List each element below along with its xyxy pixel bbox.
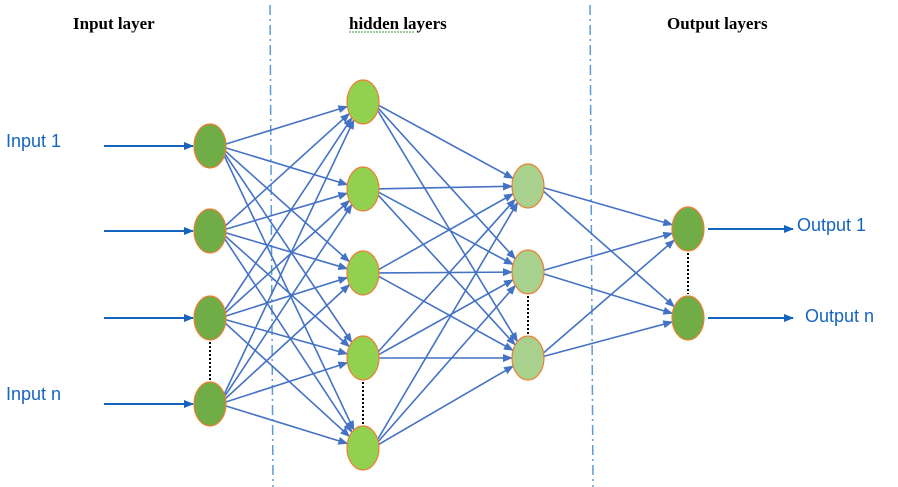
input-node-4	[193, 381, 227, 427]
layer-divider-right	[589, 4, 594, 487]
edge-l0-n0-to-l1-n2	[219, 145, 351, 263]
edge-l0-n1-to-l1-n3	[219, 230, 351, 348]
input-layer-title: Input layer	[73, 14, 155, 33]
hidden2-node-2	[511, 249, 545, 295]
edge-l1-n3-to-l2-n0	[372, 198, 516, 359]
edge-l0-n2-to-l1-n0	[218, 116, 353, 319]
edge-l1-n4-to-l2-n1	[371, 284, 517, 449]
edge-l2-n1-to-l3-n0	[537, 231, 674, 273]
hidden2-node-3	[511, 335, 545, 381]
edge-l0-n0-to-l1-n1	[219, 145, 349, 186]
edge-l2-n1-to-l3-n1	[537, 271, 674, 315]
hidden1-node-4	[346, 335, 380, 381]
edge-l0-n2-to-l1-n2	[219, 276, 349, 319]
edge-l0-n1-to-l1-n1	[219, 192, 349, 232]
edge-l0-n3-to-l1-n4	[219, 403, 349, 445]
io-arrows-group	[104, 142, 794, 408]
edge-l0-n2-to-l1-n1	[219, 199, 351, 319]
edge-l0-n3-to-l1-n0	[218, 119, 355, 405]
input-n-label: Input n	[6, 384, 61, 404]
edge-l0-n1-to-l1-n4	[218, 230, 353, 434]
edge-l2-n2-to-l3-n1	[537, 320, 674, 359]
edge-l1-n1-to-l2-n2	[372, 188, 516, 346]
edge-l0-n3-to-l1-n1	[218, 203, 353, 405]
edge-l0-n0-to-l1-n4	[218, 145, 355, 431]
edge-l1-n0-to-l2-n0	[372, 101, 514, 180]
input-node-3	[193, 295, 227, 341]
edge-l0-n2-to-l1-n3	[219, 317, 349, 356]
edge-l0-n2-to-l1-n4	[219, 317, 351, 438]
hidden-layers-title: hidden layers	[349, 14, 447, 33]
edge-l2-n2-to-l3-n0	[537, 239, 675, 359]
input-1-label: Input 1	[6, 131, 61, 151]
edge-l1-n2-to-l2-n0	[372, 193, 514, 274]
edge-l1-n4-to-l2-n2	[372, 365, 514, 449]
hidden1-node-2	[346, 166, 380, 212]
output-layers-title: Output layers	[667, 14, 768, 33]
ellipsis-group	[209, 253, 689, 424]
hidden1-node-3	[346, 250, 380, 296]
edge-l2-n0-to-l3-n0	[537, 185, 674, 227]
hidden1-node-1	[346, 79, 380, 125]
output-1-label: Output 1	[797, 215, 866, 235]
edge-l0-n1-to-l1-n0	[219, 112, 351, 232]
output-n-label: Output n	[805, 306, 874, 326]
input-node-2	[193, 208, 227, 254]
hidden2-node-1	[511, 163, 545, 209]
edge-l1-n0-to-l2-n2	[371, 101, 519, 343]
edge-l1-n0-to-l2-n1	[372, 101, 516, 260]
edge-l2-n0-to-l3-n1	[537, 185, 676, 308]
edge-l1-n3-to-l2-n1	[372, 279, 514, 359]
edge-l0-n3-to-l1-n2	[219, 283, 351, 405]
edge-l0-n0-to-l1-n3	[218, 145, 353, 344]
hidden1-node-5	[346, 425, 380, 471]
nodes-group	[193, 79, 705, 471]
edge-l1-n2-to-l2-n1	[372, 268, 514, 277]
edge-l0-n0-to-l1-n0	[219, 105, 349, 147]
edges-group	[218, 101, 676, 449]
edge-l1-n1-to-l2-n1	[372, 188, 514, 266]
output-node-1	[671, 206, 705, 252]
output-node-2	[671, 295, 705, 341]
input-node-1	[193, 123, 227, 169]
edge-l0-n1-to-l1-n2	[219, 230, 349, 270]
edge-l1-n1-to-l2-n0	[372, 182, 514, 191]
edge-l1-n4-to-l2-n0	[371, 201, 519, 449]
edge-l1-n2-to-l2-n2	[372, 272, 514, 351]
edge-l0-n3-to-l1-n3	[219, 361, 349, 405]
